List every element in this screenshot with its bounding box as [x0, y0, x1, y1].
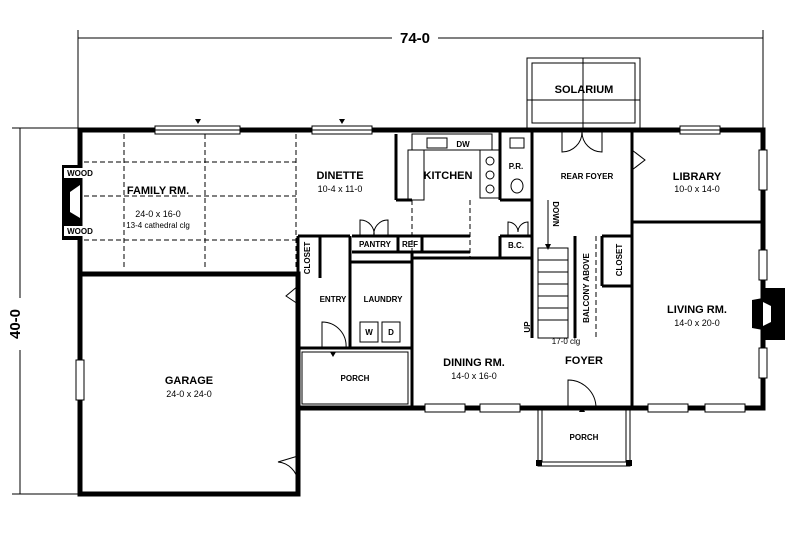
powder-room-label: P.R.: [509, 162, 524, 171]
garage-size: 24-0 x 24-0: [166, 389, 212, 399]
left-closet: [296, 234, 352, 348]
rear-foyer-doors: [561, 130, 646, 222]
refrigerator-label: REF: [402, 240, 418, 249]
right-closet: [600, 222, 634, 408]
garage-label: GARAGE: [165, 375, 213, 387]
north-windows: [154, 119, 721, 135]
left-closet-label: CLOSET: [303, 242, 312, 275]
dining-room-walls: [412, 256, 532, 413]
dishwasher-label: DW: [456, 140, 470, 149]
dinette-label: DINETTE: [316, 170, 363, 182]
depth-dimension-line: [12, 127, 80, 495]
overall-depth-label: 40-0: [7, 309, 24, 339]
family-fireplace: [62, 165, 98, 240]
garage-details: [75, 359, 299, 483]
side-porch: [297, 347, 413, 409]
foyer-label: FOYER: [565, 355, 603, 367]
wood-storage-bottom-label: WOOD: [67, 227, 93, 236]
family-room-size: 24-0 x 16-0: [135, 209, 181, 219]
library-label: LIBRARY: [673, 171, 722, 183]
pantry-label: PANTRY: [359, 240, 392, 249]
dryer-label: D: [388, 328, 394, 337]
family-room-ceiling-note: 13-4 cathedral clg: [126, 221, 190, 230]
living-room-windows: [647, 249, 768, 413]
side-porch-label: PORCH: [341, 374, 370, 383]
front-porch: [536, 409, 632, 467]
right-closet-label: CLOSET: [615, 244, 624, 277]
living-fireplace: [752, 288, 785, 340]
overall-width-label: 74-0: [400, 30, 430, 47]
dinette-size: 10-4 x 11-0: [318, 184, 363, 194]
family-ceiling-beams: [84, 134, 297, 270]
stairs: [530, 200, 597, 339]
stairs-up-label: UP: [523, 321, 532, 333]
rear-foyer-label: REAR FOYER: [561, 172, 614, 181]
laundry-label: LAUNDRY: [364, 295, 403, 304]
library-size: 10-0 x 14-0: [674, 184, 720, 194]
washer-label: W: [365, 328, 373, 337]
family-room-label: FAMILY RM.: [127, 185, 189, 197]
living-room-size: 14-0 x 20-0: [674, 318, 720, 328]
solarium-label: SOLARIUM: [555, 84, 614, 96]
balcony-label: BALCONY ABOVE: [582, 252, 591, 322]
front-porch-label: PORCH: [570, 433, 599, 442]
wood-storage-top-label: WOOD: [67, 169, 93, 178]
library-walls: [632, 149, 768, 224]
living-room-label: LIVING RM.: [667, 304, 727, 316]
kitchen-counters: [394, 133, 501, 260]
stairs-down-label: DOWN: [551, 201, 560, 227]
powder-room: [498, 130, 534, 202]
entry-label: ENTRY: [320, 295, 347, 304]
dining-room-size: 14-0 x 16-0: [451, 371, 497, 381]
kitchen-label: KITCHEN: [424, 170, 473, 182]
pantry-ref-area: [352, 219, 532, 258]
dining-room-label: DINING RM.: [443, 357, 505, 369]
broom-closet-label: B.C.: [508, 241, 524, 250]
foyer-ceiling-label: 17-0 clg: [552, 337, 580, 346]
width-dimension-line: [77, 30, 764, 128]
